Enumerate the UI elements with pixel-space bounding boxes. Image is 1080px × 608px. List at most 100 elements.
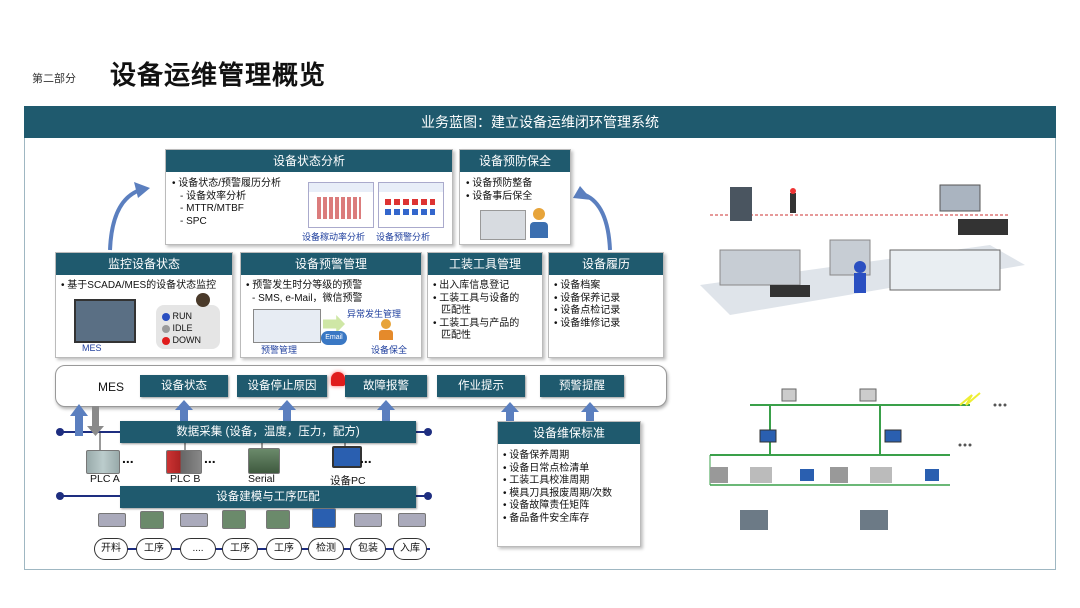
banner: 业务蓝图：建立设备运维闭环管理系统 — [24, 106, 1056, 138]
up-arrow-icon — [175, 400, 193, 422]
dots: ... — [360, 450, 372, 466]
tools-card: 工装工具管理 • 出入库信息登记 • 工装工具与设备的 匹配性 • 工装工具与产… — [427, 252, 543, 358]
dots: ... — [204, 450, 216, 466]
page-title: 设备运维管理概览 — [110, 60, 327, 90]
machine-image — [312, 508, 336, 528]
plc-b-label: PLC B — [170, 473, 201, 485]
chip-device-status: 设备状态 — [140, 375, 228, 397]
list-item: • 设备档案 — [554, 280, 601, 291]
list-item: • 预警发生时分等级的预警 — [246, 280, 363, 291]
process-step: 入库 — [393, 538, 427, 560]
chip-work-hint: 作业提示 — [437, 375, 525, 397]
alarm-light-icon — [331, 372, 345, 386]
right-curved-arrow-head — [573, 186, 592, 200]
process-step: 工序 — [222, 538, 258, 560]
mes-bar-label: MES — [98, 380, 125, 394]
email-label: Email — [325, 334, 343, 341]
list-item: - SMS, e-Mail，微信预警 — [252, 292, 363, 304]
arrow-to-email — [323, 315, 345, 333]
list-item: • 备品备件安全库存 — [503, 512, 590, 524]
plc-b-image — [166, 450, 202, 474]
list-item: • 工装工具与设备的 — [433, 292, 520, 304]
up-arrow-icon — [377, 400, 395, 422]
machine-image — [398, 513, 426, 527]
process-step: 工序 — [266, 538, 302, 560]
chip-stop-reason: 设备停止原因 — [237, 375, 327, 397]
process-step: .... — [180, 538, 216, 560]
alert-list: • 预警发生时分等级的预警 - SMS, e-Mail，微信预警 — [246, 280, 363, 305]
network-diagram — [709, 388, 1007, 530]
device-pc-label: 设备PC — [330, 475, 366, 487]
idle-label: IDLE — [172, 323, 193, 333]
chip-fault-alarm: 故障报警 — [345, 375, 427, 397]
status-analysis-title: 设备状态分析 — [166, 150, 452, 172]
plc-a-label: PLC A — [90, 473, 120, 485]
alert-analysis-caption: 设备预警分析 — [376, 232, 431, 242]
process-step: 工序 — [136, 538, 172, 560]
idle-dot-icon — [162, 324, 170, 333]
up-arrow-icon — [278, 400, 296, 422]
run-state: RUN — [162, 311, 192, 322]
tools-title: 工装工具管理 — [428, 253, 542, 275]
machine-image — [180, 513, 208, 527]
plc-a-image — [86, 450, 120, 474]
process-step: 包装 — [350, 538, 386, 560]
monitor-list: • 基于SCADA/MES的设备状态监控 — [61, 280, 216, 293]
list-item: • 模具刀具报废周期/次数 — [503, 487, 613, 499]
operator-icon — [196, 293, 210, 307]
bus-end-dot — [56, 492, 64, 500]
email-icon: Email — [321, 331, 347, 345]
list-item: - MTTR/MTBF — [180, 203, 244, 214]
preventive-title: 设备预防保全 — [460, 150, 570, 172]
device-pc-image — [332, 446, 362, 468]
list-item: • 设备状态/预警履历分析 — [172, 178, 282, 189]
list-item: • 设备预防整备 — [466, 178, 533, 189]
history-card: 设备履历 • 设备档案 • 设备保养记录 • 设备点检记录 • 设备维修记录 — [548, 252, 664, 358]
up-arrow-icon — [501, 402, 519, 424]
status-analysis-list: • 设备状态/预警履历分析 - 设备效率分析 - MTTR/MTBF - SPC — [172, 178, 281, 228]
list-item: • 设备日常点检清单 — [503, 462, 590, 474]
list-item: • 出入库信息登记 — [433, 280, 510, 291]
serial-label: Serial — [248, 473, 275, 485]
maintenance-list: • 设备保养周期 • 设备日常点检清单 • 工装工具校准周期 • 模具刀具报废周… — [503, 450, 612, 525]
mes-image-label: MES — [82, 343, 102, 353]
machine-image — [98, 513, 126, 527]
factory-illustration — [690, 175, 1030, 335]
run-label: RUN — [172, 311, 193, 321]
utilization-chart-image — [308, 182, 374, 228]
alert-title: 设备预警管理 — [241, 253, 421, 275]
down-arrow-icon — [87, 406, 104, 436]
machine-image — [354, 513, 382, 527]
machine-image — [266, 510, 290, 529]
list-item: • 基于SCADA/MES的设备状态监控 — [61, 280, 217, 291]
bus-end-dot — [424, 428, 432, 436]
bus-end-dot — [424, 492, 432, 500]
machine-image — [222, 510, 246, 529]
process-step: 检测 — [308, 538, 344, 560]
monitor-card: 监控设备状态 • 基于SCADA/MES的设备状态监控 MES RUN IDLE… — [55, 252, 233, 358]
alert-chart-image — [378, 182, 444, 228]
safety-label: 设备保全 — [371, 345, 408, 355]
history-title: 设备履历 — [549, 253, 663, 275]
banner-title: 业务蓝图：建立设备运维闭环管理系统 — [421, 114, 659, 130]
chip-alert-reminder: 预警提醒 — [540, 375, 624, 397]
process-step: 开料 — [94, 538, 128, 560]
run-dot-icon — [162, 312, 170, 321]
worker-icon — [530, 208, 548, 238]
up-arrow-icon — [581, 402, 599, 424]
exception-label: 异常发生管理 — [347, 309, 402, 319]
list-item: • 设备保养周期 — [503, 450, 570, 461]
list-item: - SPC — [180, 215, 207, 227]
alert-manage-label: 预警管理 — [261, 345, 298, 355]
down-dot-icon — [162, 336, 170, 345]
list-item: - 设备效率分析 — [180, 190, 247, 202]
section-label: 第二部分 — [32, 73, 76, 85]
bus-end-dot — [56, 428, 64, 436]
down-label: DOWN — [172, 335, 202, 345]
alert-card: 设备预警管理 • 预警发生时分等级的预警 - SMS, e-Mail，微信预警 … — [240, 252, 422, 358]
list-item: • 设备维修记录 — [554, 317, 621, 329]
down-state: DOWN — [162, 335, 201, 346]
serial-device-image — [248, 448, 280, 474]
maintenance-title: 设备维保标准 — [498, 422, 640, 444]
